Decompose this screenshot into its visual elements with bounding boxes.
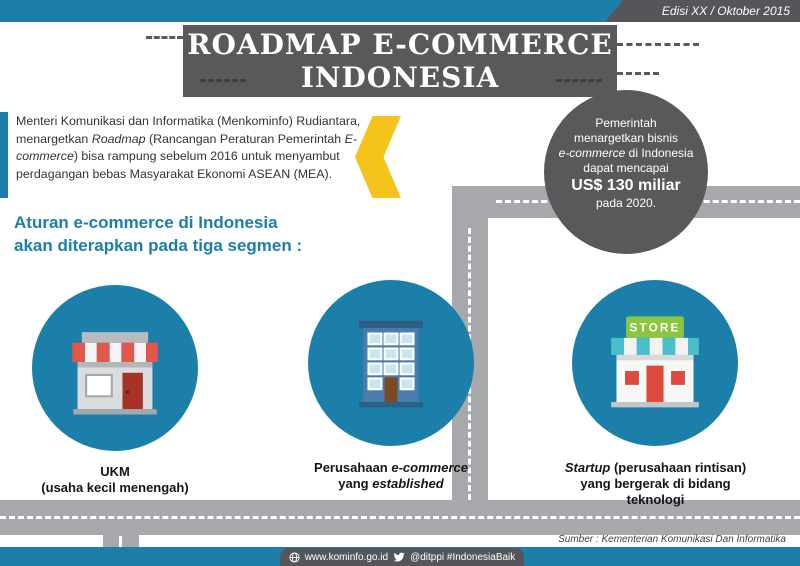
header-banner: ROADMAP E-COMMERCE INDONESIA: [183, 25, 617, 97]
startup-label-line-2: yang bergerak di bidang: [580, 476, 731, 491]
startup-store-icon: STORE: [611, 315, 699, 407]
website-link[interactable]: www.kominfo.go.id: [304, 551, 389, 563]
ukm-label-line-2: (usaha kecil menengah): [41, 480, 189, 495]
startup-circle: STORE: [572, 280, 738, 446]
dashed-line-decoration: [617, 72, 659, 75]
startup-label-line-3: teknologi: [626, 492, 685, 507]
edition-text: Edisi XX / Oktober 2015: [661, 4, 790, 18]
section-heading-line-2: akan diterapkan pada tiga segmen :: [14, 236, 303, 255]
roundabout-text: e-commerce di Indonesia: [558, 146, 694, 160]
ecommerce-circle: [308, 280, 474, 446]
ukm-label-line-1: UKM: [100, 464, 130, 479]
dashed-line-decoration: [556, 79, 602, 82]
roundabout-text: dapat mencapai: [583, 161, 669, 175]
small-shop-icon: [72, 331, 158, 415]
intro-paragraph: Menteri Komunikasi dan Informatika (Menk…: [16, 113, 366, 183]
top-teal-strip: [0, 0, 800, 22]
intro-text-italic: Roadmap: [91, 131, 146, 146]
section-heading-line-1: Aturan e-commerce di Indonesia: [14, 213, 278, 232]
ecommerce-label: Perusahaan e-commerce yang established: [296, 460, 486, 492]
edition-badge: Edisi XX / Oktober 2015: [605, 0, 800, 22]
target-amount: US$ 130 miliar: [571, 177, 681, 194]
roundabout-text: pada 2020.: [595, 196, 657, 210]
roundabout-badge: Pemerintah menargetkan bisnis e-commerce…: [544, 90, 708, 254]
dashed-line-decoration: [146, 36, 183, 39]
page-title-line-1: ROADMAP E-COMMERCE: [187, 28, 613, 61]
ukm-label: UKM (usaha kecil menengah): [15, 464, 215, 496]
intro-text: (Rancangan Peraturan Pemerintah: [145, 131, 345, 146]
ukm-circle: [32, 285, 198, 451]
social-link[interactable]: @ditppi #IndonesiaBaik: [410, 551, 516, 563]
intro-text: ) bisa rampung sebelum 2016 untuk menyam…: [16, 149, 340, 181]
startup-label-line-1: Startup (perusahaan rintisan): [564, 460, 747, 475]
startup-label: Startup (perusahaan rintisan) yang berge…: [548, 460, 763, 508]
road-center-line: [119, 536, 122, 547]
office-building-icon: [358, 320, 424, 407]
dashed-line-decoration: [200, 79, 246, 82]
accent-bar: [0, 112, 8, 198]
intro-text: Menteri Komunikasi dan Informatika (Menk…: [16, 114, 361, 146]
section-heading: Aturan e-commerce di Indonesia akan dite…: [14, 211, 354, 257]
twitter-icon: [393, 552, 405, 562]
dashed-line-decoration: [617, 43, 699, 46]
ecommerce-label-line-1: Perusahaan e-commerce: [314, 460, 468, 475]
road-center-line: [0, 516, 800, 519]
roundabout-text: menargetkan bisnis: [573, 131, 679, 145]
page-title-line-2: INDONESIA: [300, 61, 500, 94]
ecommerce-label-line-2: yang established: [338, 476, 444, 491]
store-sign-text: STORE: [629, 321, 680, 334]
roundabout-text: Pemerintah: [595, 116, 657, 130]
globe-icon: [289, 551, 300, 563]
source-credit: Sumber : Kementerian Komunikasi Dan Info…: [558, 534, 786, 545]
footer-bar: www.kominfo.go.id @ditppi #IndonesiaBaik: [280, 548, 524, 566]
intro-text-italic: E-commerce: [16, 131, 357, 164]
